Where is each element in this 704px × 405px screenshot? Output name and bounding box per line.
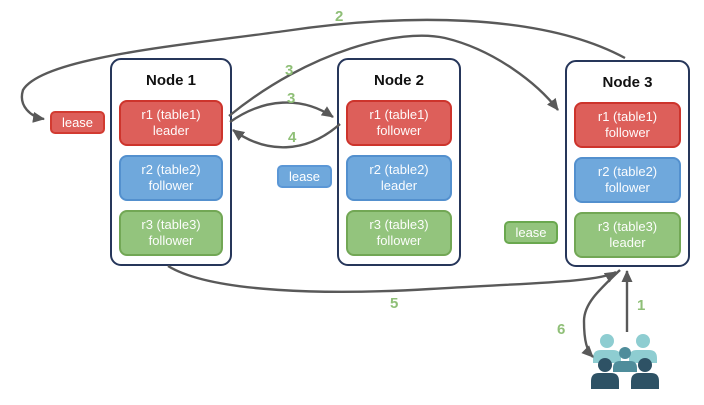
node-3-title: Node 3 (602, 74, 653, 91)
lease-badge-r2: lease (277, 165, 332, 188)
replica-name: r1 (table1) (369, 107, 429, 122)
node-1-replica-r1: r1 (table1) leader (119, 100, 223, 146)
replica-role: follower (376, 123, 422, 138)
replica-role: leader (152, 123, 190, 138)
replica-role: follower (376, 233, 422, 248)
replica-name: r3 (table3) (141, 217, 201, 232)
lease-badge-r1: lease (50, 111, 105, 134)
replica-role: leader (380, 178, 418, 193)
node-2: Node 2 r1 (table1) follower r2 (table2) … (337, 58, 461, 266)
node-1-replica-r2: r2 (table2) follower (119, 155, 223, 201)
node-2-replica-r3: r3 (table3) follower (346, 210, 452, 256)
step-label-5: 5 (390, 295, 399, 312)
arrow-3-leader-to-node2-follower (229, 101, 334, 123)
replica-role: follower (605, 125, 650, 140)
node-3-replica-r1: r1 (table1) follower (574, 102, 681, 148)
node-2-replica-r2: r2 (table2) leader (346, 155, 452, 201)
node-2-title: Node 2 (373, 72, 424, 89)
step-label-1: 1 (637, 297, 646, 314)
node-3: Node 3 r1 (table1) follower r2 (table2) … (565, 60, 690, 267)
node-3-replica-r2: r2 (table2) follower (574, 157, 681, 203)
users-icon (591, 334, 659, 389)
step-label-3b: 3 (287, 90, 296, 107)
node-1-title: Node 1 (145, 72, 196, 89)
lease-badge-r3: lease (504, 221, 558, 244)
step-label-2: 2 (335, 8, 344, 25)
node-2-replica-r1: r1 (table1) follower (346, 100, 452, 146)
replica-name: r3 (table3) (369, 217, 429, 232)
replica-name: r1 (table1) (597, 109, 658, 124)
node-3-replica-r3: r3 (table3) leader (574, 212, 681, 258)
arrow-5-node1-to-node3 (167, 264, 617, 293)
node-1-replica-r3: r3 (table3) follower (119, 210, 223, 256)
replica-name: r2 (table2) (369, 162, 429, 177)
replica-role: follower (148, 233, 194, 248)
replica-name: r2 (table2) (141, 162, 201, 177)
arrow-4-node2-to-leader (232, 123, 341, 149)
step-label-3a: 3 (285, 62, 294, 79)
replica-name: r2 (table2) (597, 164, 658, 179)
replica-name: r3 (table3) (597, 219, 658, 234)
node-1: Node 1 r1 (table1) leader r2 (table2) fo… (110, 58, 232, 266)
step-label-4: 4 (288, 129, 297, 146)
replica-role: follower (605, 180, 650, 195)
replica-role: follower (148, 178, 194, 193)
step-label-6: 6 (557, 321, 566, 338)
replica-name: r1 (table1) (141, 107, 201, 122)
replica-role: leader (609, 235, 646, 250)
